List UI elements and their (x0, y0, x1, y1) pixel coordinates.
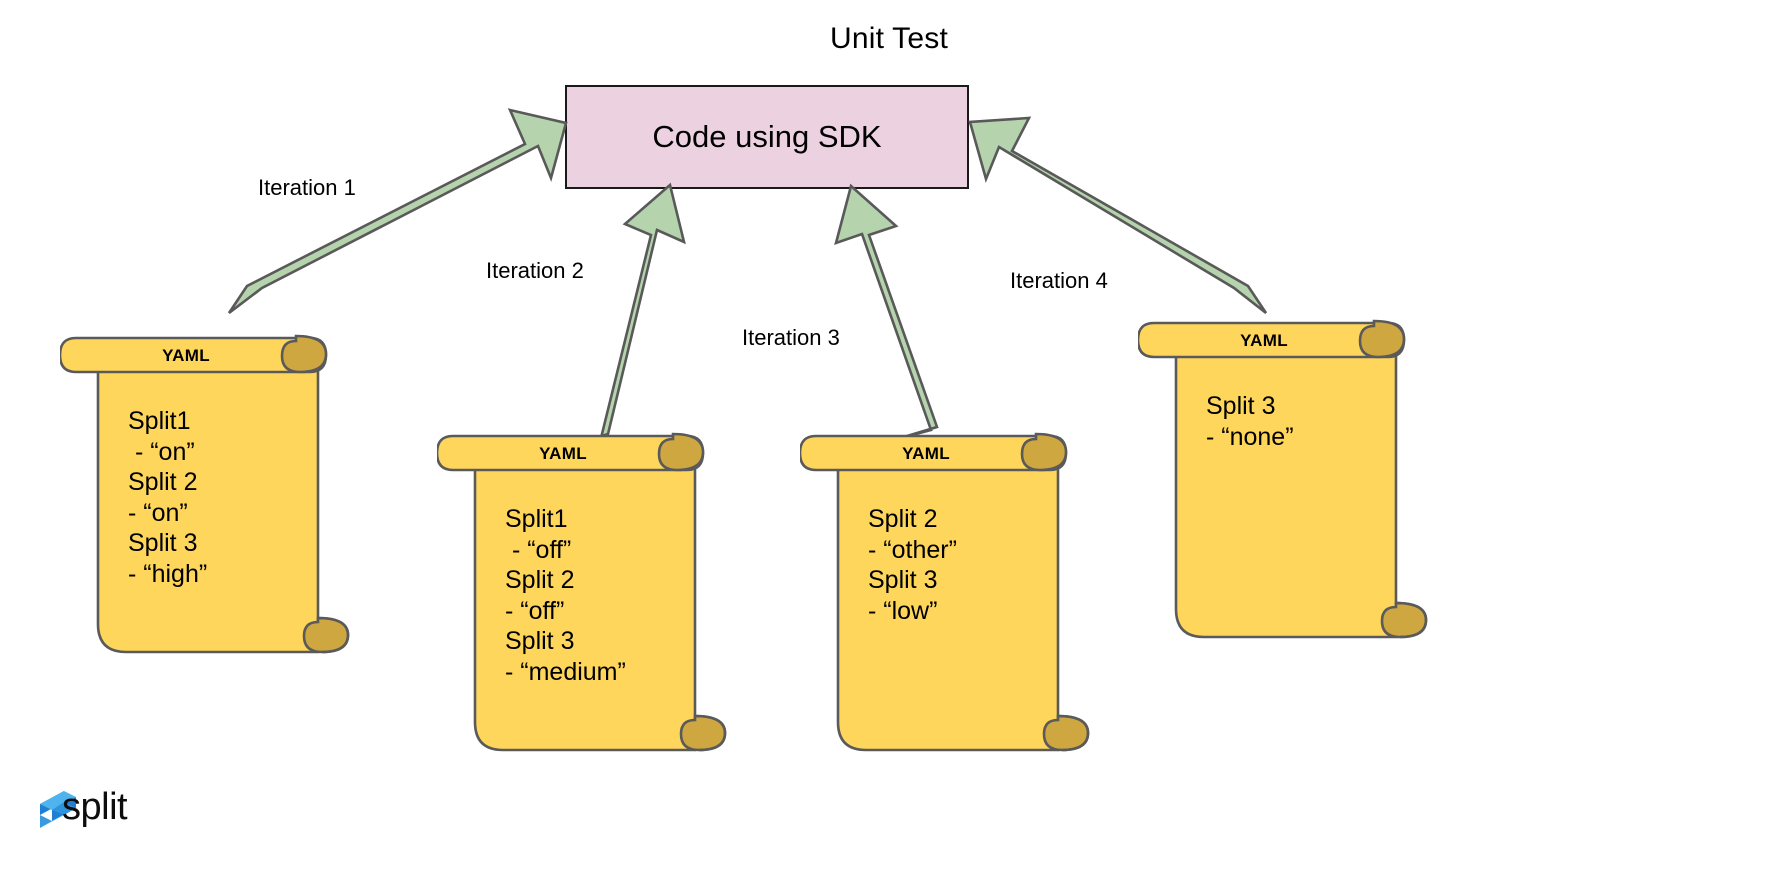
arrow-label-iteration-4: Iteration 4 (1010, 268, 1108, 293)
page-title: Unit Test (830, 22, 948, 55)
yaml-scroll-4-body: Split 3 - “none” (1206, 392, 1294, 451)
arrow-iteration-2 (566, 182, 686, 449)
yaml-scroll-4: YAML Split 3 - “none” (1138, 315, 1434, 645)
split-logo-wordmark: split (62, 786, 128, 828)
yaml-scroll-1-body: Split1 - “on” Split 2 - “on” Split 3 - “… (128, 407, 208, 588)
yaml-scroll-1: YAML Split1 - “on” Split 2 - “on” Split … (60, 330, 356, 660)
yaml-scroll-3-title: YAML (902, 444, 950, 463)
yaml-scroll-2-body: Split1 - “off” Split 2 - “off” Split 3 -… (505, 505, 626, 686)
split-logo-icon (40, 791, 76, 828)
yaml-scroll-1-title: YAML (162, 346, 210, 365)
code-using-sdk-label: Code using SDK (652, 119, 882, 154)
yaml-scroll-2-title: YAML (539, 444, 587, 463)
arrow-iteration-3 (834, 183, 939, 441)
code-using-sdk-node: Code using SDK (565, 85, 969, 189)
arrow-label-iteration-3: Iteration 3 (742, 325, 840, 350)
arrow-label-iteration-2: Iteration 2 (486, 258, 584, 283)
yaml-scroll-2: YAML Split1 - “off” Split 2 - “off” Spli… (437, 428, 733, 758)
arrow-label-iteration-1: Iteration 1 (258, 175, 356, 200)
yaml-scroll-3-body: Split 2 - “other” Split 3 - “low” (868, 505, 957, 625)
yaml-scroll-3: YAML Split 2 - “other” Split 3 - “low” (800, 428, 1096, 758)
yaml-scroll-4-title: YAML (1240, 331, 1288, 350)
